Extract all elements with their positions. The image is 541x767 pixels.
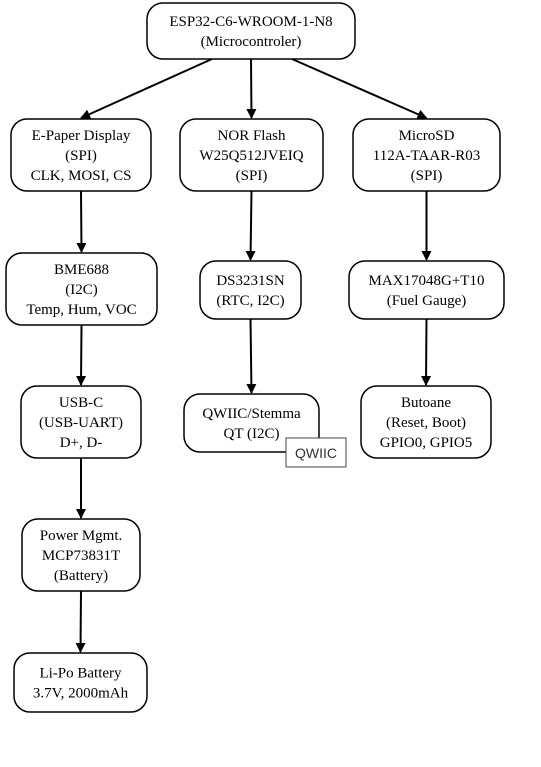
node-norflash-box xyxy=(179,118,324,192)
node-max17048: MAX17048G+T10 (Fuel Gauge) xyxy=(348,260,505,320)
node-bme688: BME688 (I2C) Temp, Hum, VOC xyxy=(5,252,158,326)
qwiic-badge: QWIIC xyxy=(285,437,347,468)
node-norflash-line-1: W25Q512JVEIQ xyxy=(199,148,303,164)
node-ds3231: DS3231SN (RTC, I2C) xyxy=(199,260,302,320)
node-epaper-line-2: CLK, MOSI, CS xyxy=(31,168,132,184)
node-bme688-line-1: (I2C) xyxy=(65,282,98,298)
edge-esp32-to-epaper xyxy=(80,58,213,119)
edge-bme688-to-usbc xyxy=(76,324,87,386)
node-buttons-line-0: Butoane xyxy=(401,395,451,411)
node-battery-line-1: 3.7V, 2000mAh xyxy=(33,686,129,702)
edge-esp32-to-norflash xyxy=(246,58,257,119)
node-microsd-line-0: MicroSD xyxy=(399,128,455,144)
node-buttons-box xyxy=(360,385,492,459)
node-max17048-line-1: (Fuel Gauge) xyxy=(387,293,467,309)
node-qwiic: QWIIC/Stemma QT (I2C) xyxy=(183,393,320,453)
node-microsd-box xyxy=(352,118,501,192)
qwiic-badge-label: QWIIC xyxy=(295,445,337,461)
node-ds3231-box xyxy=(199,260,302,320)
edge-norflash-to-ds3231 xyxy=(245,190,256,261)
node-norflash-line-2: (SPI) xyxy=(236,168,268,184)
edge-power-to-battery xyxy=(75,590,86,653)
nodes-layer: ESP32-C6-WROOM-1-N8 (Microcontroler) E-Pap… xyxy=(5,2,505,713)
node-qwiic-line-1: QT (I2C) xyxy=(224,426,280,442)
qwiic-badge-box xyxy=(285,437,347,468)
node-usbc-box xyxy=(20,385,142,459)
edge-esp32-to-microsd xyxy=(291,58,428,119)
node-esp32-line-0: ESP32-C6-WROOM-1-N8 xyxy=(169,14,332,30)
node-qwiic-box xyxy=(183,393,320,453)
node-power-box xyxy=(21,518,141,592)
node-epaper-line-0: E-Paper Display xyxy=(32,128,131,144)
node-epaper-line-1: (SPI) xyxy=(65,148,97,164)
edge-epaper-to-bme688 xyxy=(76,190,87,253)
node-battery-line-0: Li-Po Battery xyxy=(39,666,122,682)
node-power-line-1: MCP73831T xyxy=(42,548,120,564)
node-ds3231-line-1: (RTC, I2C) xyxy=(216,293,284,309)
node-usbc: USB-C (USB-UART) D+, D- xyxy=(20,385,142,459)
node-bme688-box xyxy=(5,252,158,326)
node-microsd-line-2: (SPI) xyxy=(411,168,443,184)
node-buttons-line-2: GPIO0, GPIO5 xyxy=(380,435,473,451)
node-power-line-2: (Battery) xyxy=(54,568,108,584)
node-microsd-line-1: 112A-TAAR-R03 xyxy=(373,148,480,164)
edge-max17048-to-buttons xyxy=(421,318,432,386)
node-max17048-box xyxy=(348,260,505,320)
node-usbc-line-1: (USB-UART) xyxy=(39,415,123,431)
node-qwiic-line-0: QWIIC/Stemma xyxy=(202,406,301,422)
node-esp32-line-1: (Microcontroler) xyxy=(201,34,302,50)
node-esp32-box xyxy=(146,2,356,60)
edges-layer xyxy=(75,58,432,653)
node-buttons-line-1: (Reset, Boot) xyxy=(386,415,466,431)
node-usbc-line-0: USB-C xyxy=(59,395,103,411)
node-epaper-box xyxy=(10,118,152,192)
node-bme688-line-0: BME688 xyxy=(54,262,109,278)
node-norflash-line-0: NOR Flash xyxy=(218,128,286,144)
node-max17048-line-0: MAX17048G+T10 xyxy=(369,273,485,289)
node-power: Power Mgmt. MCP73831T (Battery) xyxy=(21,518,141,592)
node-battery-box xyxy=(13,652,148,713)
node-bme688-line-2: Temp, Hum, VOC xyxy=(26,302,136,318)
node-epaper: E-Paper Display (SPI) CLK, MOSI, CS xyxy=(10,118,152,192)
node-power-line-0: Power Mgmt. xyxy=(40,528,123,544)
node-usbc-line-2: D+, D- xyxy=(60,435,103,451)
node-buttons: Butoane (Reset, Boot) GPIO0, GPIO5 xyxy=(360,385,492,459)
node-ds3231-line-0: DS3231SN xyxy=(216,273,285,289)
node-battery: Li-Po Battery 3.7V, 2000mAh xyxy=(13,652,148,713)
edge-ds3231-to-qwiic xyxy=(246,318,257,394)
node-microsd: MicroSD 112A-TAAR-R03 (SPI) xyxy=(352,118,501,192)
node-esp32: ESP32-C6-WROOM-1-N8 (Microcontroler) xyxy=(146,2,356,60)
